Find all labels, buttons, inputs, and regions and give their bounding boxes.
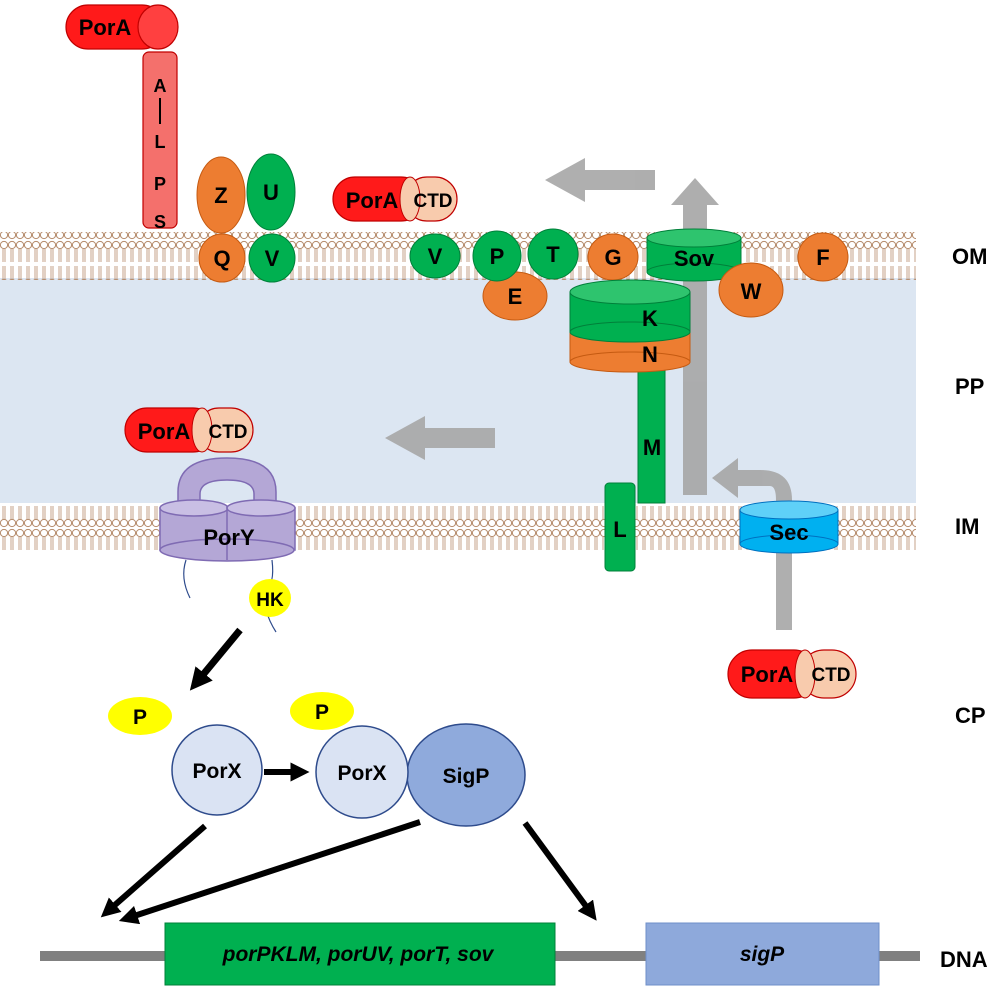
component-w: [718, 262, 784, 318]
svg-text:CTD: CTD: [811, 665, 850, 686]
phospho-2: [290, 692, 354, 730]
svg-text:N: N: [642, 342, 658, 367]
pora-ctd-om: PorA CTD: [332, 176, 458, 222]
kmln-complex: M N K L: [569, 279, 691, 572]
svg-text:PorY: PorY: [203, 525, 255, 550]
svg-text:PorA: PorA: [346, 188, 399, 213]
phospho-1: [108, 697, 172, 735]
component-f: [797, 232, 849, 282]
svg-text:T: T: [546, 242, 560, 267]
component-t: [527, 228, 579, 280]
svg-text:Q: Q: [213, 246, 230, 271]
svg-text:L: L: [155, 132, 166, 152]
sec-translocon: Sec: [739, 500, 839, 554]
pora-label-top: PorA: [79, 15, 132, 40]
svg-text:E: E: [508, 284, 523, 309]
svg-text:W: W: [741, 279, 762, 304]
cp-label: CP: [955, 703, 986, 728]
om-complex: V E P T G: [409, 228, 639, 321]
pora-ctd-pp: PorA CTD: [124, 407, 254, 453]
lipid-anchor-bar: [142, 51, 178, 229]
svg-text:P: P: [154, 174, 166, 194]
component-v: [409, 233, 461, 279]
periplasm-band: [0, 278, 916, 503]
component-z: [196, 156, 246, 234]
regulation-arrows: [100, 819, 597, 925]
svg-text:Sec: Sec: [769, 520, 808, 545]
svg-text:V: V: [265, 246, 280, 271]
svg-text:PorX: PorX: [192, 760, 241, 783]
svg-text:P: P: [133, 706, 147, 729]
pory-sensor: PorY HK: [159, 457, 296, 633]
svg-text:M: M: [643, 435, 661, 460]
svg-text:L: L: [613, 517, 626, 542]
svg-text:PorA: PorA: [741, 662, 794, 687]
svg-text:PorX: PorX: [337, 762, 386, 785]
svg-text:U: U: [263, 180, 279, 205]
anchored-pora: A L P S PorA: [65, 4, 179, 232]
svg-text:CTD: CTD: [208, 422, 247, 443]
svg-text:F: F: [816, 245, 829, 270]
component-u: [246, 153, 296, 231]
export-arrow-pp: [385, 416, 495, 460]
svg-text:Z: Z: [214, 183, 227, 208]
svg-text:CTD: CTD: [413, 191, 452, 212]
svg-text:PorA: PorA: [138, 419, 191, 444]
dna-label: DNA: [940, 947, 988, 972]
svg-text:S: S: [154, 212, 166, 232]
svg-text:V: V: [428, 244, 443, 269]
hk-domain: [249, 579, 291, 617]
im-label: IM: [955, 514, 979, 539]
porx-1: [171, 724, 263, 816]
component-l: [604, 482, 636, 572]
svg-text:Sov: Sov: [674, 246, 715, 271]
export-arrow-top: [545, 158, 655, 202]
svg-text:G: G: [604, 245, 621, 270]
zuqv-cluster: Z U Q V: [196, 153, 296, 283]
pora-ctd-cp: PorA CTD: [727, 649, 857, 699]
svg-text:P: P: [490, 244, 505, 269]
porx-2: [315, 725, 409, 819]
hk-to-porx-arrow: [189, 627, 243, 691]
operon-gene-box: [164, 922, 556, 986]
component-p: [472, 230, 522, 282]
svg-text:SigP: SigP: [443, 765, 490, 788]
component-v-pair: [248, 233, 296, 283]
sigp-gene-box: [645, 922, 880, 986]
sov-barrel: Sov: [646, 228, 742, 282]
component-m: [637, 359, 666, 504]
om-label: OM: [952, 244, 987, 269]
svg-text:K: K: [642, 306, 658, 331]
operon-gene-label: porPKLM, porUV, porT, sov: [222, 943, 495, 966]
svg-text:A: A: [154, 76, 167, 96]
pp-label: PP: [955, 374, 984, 399]
svg-text:HK: HK: [256, 590, 284, 611]
svg-text:P: P: [315, 701, 329, 724]
component-q: [198, 233, 246, 283]
sigp-gene-label: sigP: [740, 943, 785, 966]
